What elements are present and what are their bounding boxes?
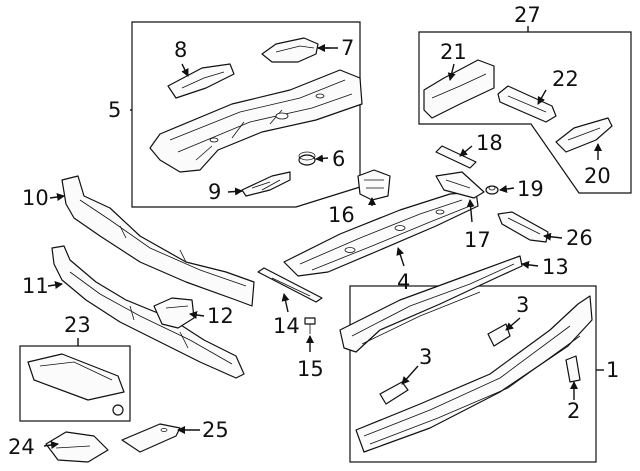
tray-23-part	[27, 353, 125, 416]
callout-15: 15	[297, 357, 324, 381]
clip-part	[485, 185, 499, 195]
rocker-outer-part	[355, 295, 593, 453]
callout-20: 20	[584, 164, 611, 188]
callout-26: 26	[566, 226, 593, 250]
callout-3-lower: 3	[419, 345, 432, 369]
rocker-inner-part	[339, 255, 523, 353]
bolt-part	[304, 317, 316, 334]
callout-23: 23	[64, 313, 91, 337]
callout-21: 21	[440, 40, 467, 64]
side-panel-part	[435, 171, 485, 199]
bracket-20-part	[555, 117, 613, 153]
callout-25: 25	[202, 418, 229, 442]
leader-lines	[43, 26, 604, 449]
callout-7: 7	[341, 36, 354, 60]
callout-16: 16	[328, 203, 355, 227]
callout-18: 18	[476, 131, 503, 155]
callout-11: 11	[22, 274, 49, 298]
rear-bracket-part	[497, 211, 549, 243]
strip-part	[435, 145, 477, 169]
bracket-3-upper-part	[487, 323, 511, 347]
callout-6: 6	[332, 147, 345, 171]
plate-25-part	[121, 423, 181, 453]
callout-10: 10	[22, 186, 49, 210]
group-box-5	[131, 21, 361, 208]
callout-14: 14	[273, 314, 300, 338]
callout-8: 8	[174, 38, 187, 62]
upper-bracket-part	[261, 37, 319, 63]
bracket-3-lower-part	[379, 381, 409, 405]
bracket-22-part	[497, 85, 557, 123]
callout-27: 27	[514, 3, 541, 27]
callout-22: 22	[552, 67, 579, 91]
floor-bracket-part	[357, 169, 391, 201]
front-floor-pan-part	[149, 69, 363, 173]
shield-24-part	[45, 431, 109, 463]
callout-17: 17	[464, 228, 491, 252]
callout-2: 2	[567, 399, 580, 423]
callout-24: 24	[8, 435, 35, 459]
tunnel-reinforcement-part	[241, 171, 291, 197]
callout-12: 12	[207, 304, 234, 328]
callout-4: 4	[397, 270, 410, 294]
rear-floor-panel-part	[283, 191, 479, 277]
crossmember-part	[61, 175, 255, 307]
reinforcement-part	[167, 63, 235, 99]
group-box-27	[418, 31, 632, 194]
group-box-23	[19, 345, 131, 422]
callout-19: 19	[517, 177, 544, 201]
bracket-21-part	[423, 59, 495, 119]
callout-5: 5	[108, 98, 121, 122]
plate-part	[257, 267, 323, 303]
rear-crossmember-part	[51, 245, 245, 379]
callout-13: 13	[542, 255, 569, 279]
clip-2-part	[565, 355, 581, 383]
callout-9: 9	[208, 180, 221, 204]
callout-3-upper: 3	[516, 293, 529, 317]
callout-1: 1	[606, 358, 619, 382]
plug-part	[298, 151, 316, 166]
